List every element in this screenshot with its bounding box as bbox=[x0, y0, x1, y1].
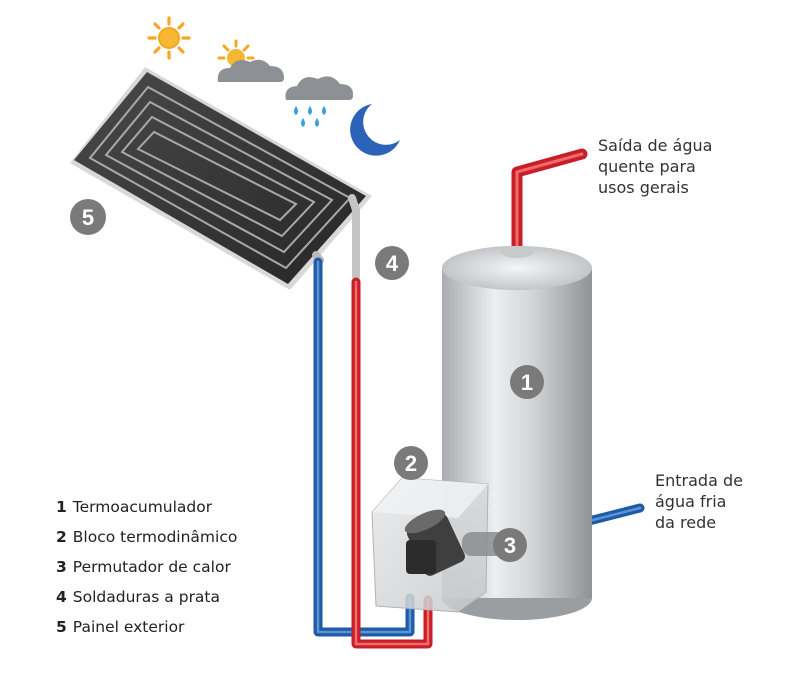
solar-panel bbox=[70, 67, 372, 290]
marker-4: 4 bbox=[375, 246, 409, 280]
hot-outlet-label: Saída de água quente para usos gerais bbox=[598, 136, 713, 197]
svg-text:1: 1 bbox=[521, 370, 533, 395]
marker-5: 5 bbox=[70, 199, 106, 235]
sun-cloud-icon bbox=[217, 39, 284, 82]
marker-2: 2 bbox=[394, 446, 428, 480]
svg-text:2: 2 bbox=[405, 451, 417, 476]
svg-text:4: 4 bbox=[386, 251, 399, 276]
sun-icon bbox=[147, 16, 191, 60]
moon-icon bbox=[350, 104, 400, 156]
marker-1: 1 bbox=[510, 365, 544, 399]
svg-text:3: 3 bbox=[504, 533, 516, 558]
pipe-network bbox=[312, 148, 645, 649]
rain-cloud-icon bbox=[285, 76, 354, 127]
cold-inlet-label: Entrada de água fria da rede bbox=[655, 471, 743, 532]
marker-3: 3 bbox=[493, 528, 527, 562]
svg-text:5: 5 bbox=[82, 205, 94, 230]
